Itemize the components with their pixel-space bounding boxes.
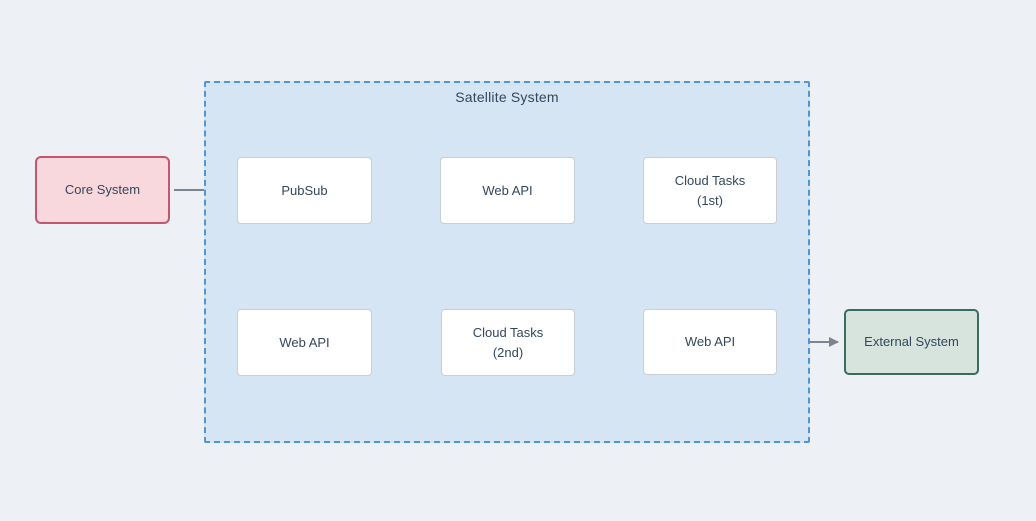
node-cloud-tasks-2nd: Cloud Tasks (2nd) bbox=[441, 309, 575, 376]
node-cloud-tasks-2nd-label-line2: (2nd) bbox=[492, 344, 524, 360]
node-web-api-top: Web API bbox=[440, 157, 575, 224]
node-web-api-bottom-right-label: Web API bbox=[684, 334, 736, 349]
node-pubsub: PubSub bbox=[237, 157, 372, 224]
node-cloud-tasks-1st-label-line1: Cloud Tasks bbox=[674, 172, 746, 188]
node-web-api-top-label: Web API bbox=[482, 182, 533, 198]
node-cloud-tasks-1st: Cloud Tasks (1st) bbox=[643, 157, 777, 224]
node-external-system-label: External System bbox=[864, 334, 959, 349]
node-web-api-bottom-right: Web API bbox=[643, 309, 777, 375]
node-core-system: Core System bbox=[35, 156, 170, 224]
satellite-system-group: Satellite System bbox=[204, 81, 810, 443]
node-core-system-label: Core System bbox=[64, 182, 141, 197]
node-web-api-bottom-left-label: Web API bbox=[279, 334, 330, 350]
node-cloud-tasks-1st-label-line2: (1st) bbox=[697, 192, 723, 208]
node-pubsub-label: PubSub bbox=[281, 182, 328, 198]
satellite-system-title: Satellite System bbox=[455, 89, 559, 105]
node-web-api-bottom-left: Web API bbox=[237, 309, 372, 376]
node-cloud-tasks-2nd-label-line1: Cloud Tasks bbox=[472, 324, 544, 340]
node-external-system: External System bbox=[844, 309, 979, 375]
